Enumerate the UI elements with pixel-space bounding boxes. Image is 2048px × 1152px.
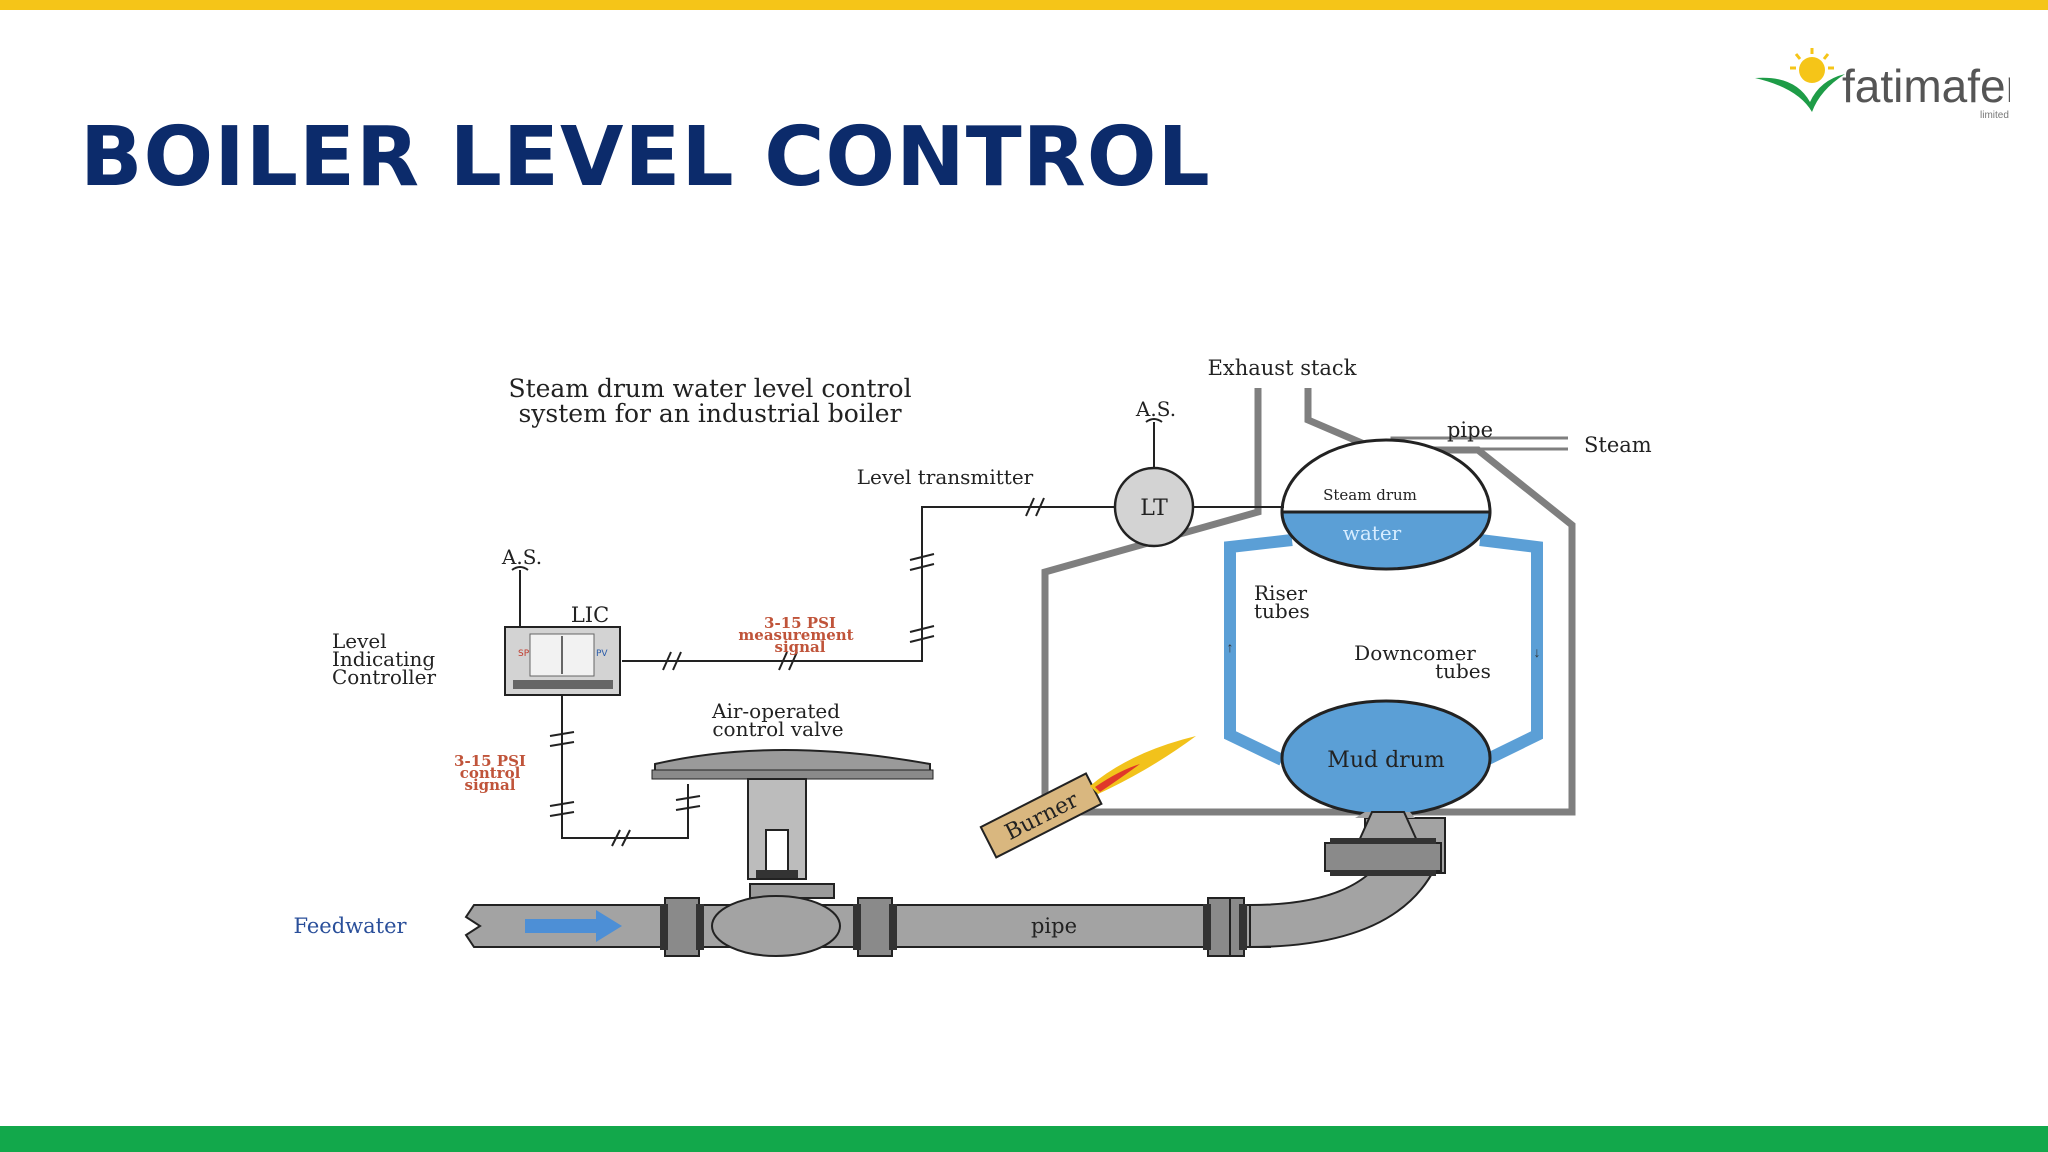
as-lt-label: A.S. — [1135, 397, 1176, 421]
pipe-label: pipe — [1031, 914, 1077, 938]
air-operated-control-valve — [651, 749, 934, 899]
lic-label: LIC — [571, 603, 609, 627]
control-signal-label-2: control — [460, 764, 521, 782]
valve-label-1: Air-operated — [711, 699, 840, 723]
feedwater-flow-arrow-icon — [525, 910, 622, 942]
downcomer-label-1: Downcomer — [1354, 641, 1476, 665]
air-supply-lic-line — [511, 566, 529, 627]
downcomer-tubes — [1479, 534, 1543, 766]
water-label: water — [1343, 521, 1402, 545]
riser-label-1: Riser — [1254, 581, 1308, 605]
measurement-signal-label-2: measurement — [738, 626, 853, 644]
control-signal-label-1: 3-15 PSI — [454, 752, 526, 770]
controller-label-1: Level — [332, 629, 387, 653]
lt-label: LT — [1140, 496, 1168, 521]
riser-label-2: tubes — [1254, 599, 1310, 623]
feedwater-pipe — [464, 811, 1446, 957]
slide-title: BOILER LEVEL CONTROL — [80, 110, 1211, 205]
air-supply-lt-line — [1145, 418, 1163, 470]
pv-label: PV — [596, 649, 608, 659]
controller-label-3: Controller — [332, 665, 436, 689]
as-lic-label: A.S. — [501, 545, 542, 569]
control-signal-label-3: signal — [465, 776, 516, 794]
bottom-accent-bar — [0, 1126, 2048, 1152]
mud-drum: Mud drum — [1280, 699, 1492, 817]
steam-label: Steam — [1584, 433, 1652, 457]
steam-drum-label: Steam drum — [1323, 486, 1417, 504]
level-indicating-controller: SP PV — [504, 626, 621, 696]
signal-hash-marks — [662, 497, 1045, 671]
control-signal-hash-marks — [549, 731, 701, 847]
controller-label-2: Indicating — [332, 647, 435, 671]
exhaust-stack-label: Exhaust stack — [1208, 356, 1357, 380]
sun-leaf-icon — [1755, 48, 1845, 112]
mud-drum-label: Mud drum — [1327, 748, 1445, 773]
diagram-caption-line2: system for an industrial boiler — [518, 399, 901, 428]
riser-tubes — [1224, 534, 1293, 766]
feedwater-label: Feedwater — [293, 914, 407, 938]
top-accent-bar — [0, 0, 2048, 10]
downcomer-flow-arrow-icon: ↓ — [1534, 644, 1541, 660]
measurement-signal-label-3: signal — [775, 638, 826, 656]
measurement-signal-line — [622, 506, 1115, 662]
company-logo: fatimafert limited — [1755, 48, 2010, 121]
logo-text: fatimafert — [1842, 60, 2010, 112]
steam-drum: Steam drum water — [1280, 438, 1492, 571]
measurement-signal-label-1: 3-15 PSI — [764, 614, 836, 632]
level-transmitter-label: Level transmitter — [857, 465, 1034, 489]
valve-label-2: control valve — [712, 717, 843, 741]
riser-flow-arrow-icon: ↑ — [1227, 639, 1234, 655]
burner: Burner — [979, 736, 1196, 859]
sp-label: SP — [518, 649, 530, 659]
diagram-caption-line1: Steam drum water level control — [508, 374, 911, 403]
steam-pipe-label: pipe — [1447, 418, 1493, 442]
logo-suffix: limited — [1980, 110, 2009, 121]
downcomer-label-2: tubes — [1435, 659, 1491, 683]
